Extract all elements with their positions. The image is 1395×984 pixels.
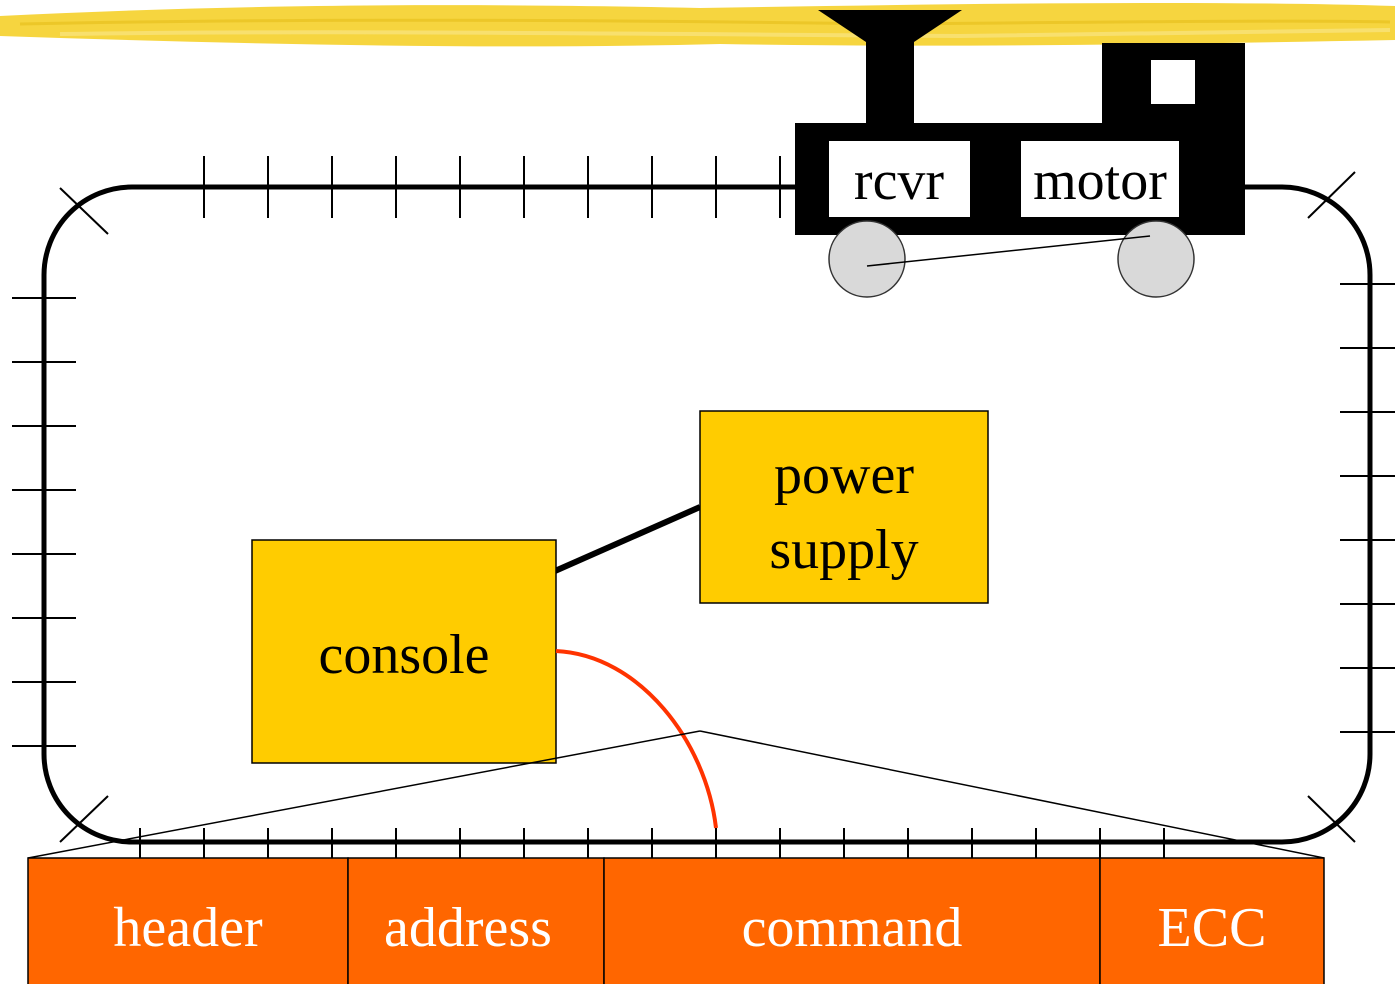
rear-wheel [1117, 220, 1195, 298]
power-supply-box [699, 410, 989, 604]
receiver-label: rcvr [854, 150, 945, 212]
power-supply-label-line1: power [774, 444, 914, 506]
smokestack-funnel [818, 10, 962, 42]
receiver-box [829, 141, 970, 217]
power-wire [553, 504, 702, 574]
packet-field-command [603, 857, 1101, 984]
wheel-connecting-rod [866, 235, 1151, 267]
motor-label: motor [1033, 150, 1167, 212]
track-ties-top [203, 156, 781, 218]
track-loop [41, 184, 1373, 845]
track-ties-left [12, 297, 76, 747]
packet-field-ecc-label: ECC [1158, 897, 1267, 959]
packet: header address command ECC [27, 857, 1325, 984]
console-box [251, 539, 557, 764]
track-corner-ties [59, 171, 1356, 843]
packet-field-address [347, 857, 605, 984]
packet-expansion-lines [27, 730, 1325, 859]
motor-box [1021, 141, 1179, 217]
locomotive: rcvr motor [795, 10, 1245, 298]
brush-stroke-decoration [0, 2, 1395, 47]
cab-window [1151, 60, 1195, 104]
packet-field-command-label: command [742, 897, 963, 959]
packet-field-header-label: header [113, 897, 263, 959]
smokestack [866, 40, 914, 130]
packet-field-ecc [1099, 857, 1325, 984]
console-label: console [318, 624, 489, 686]
track-ties-bottom [139, 828, 1165, 858]
front-wheel [828, 220, 906, 298]
power-supply-label-line2: supply [769, 519, 918, 581]
packet-field-address-label: address [384, 897, 552, 959]
console-signal-wire [555, 649, 718, 829]
track-ties-right [1340, 283, 1395, 733]
packet-field-header [27, 857, 349, 984]
